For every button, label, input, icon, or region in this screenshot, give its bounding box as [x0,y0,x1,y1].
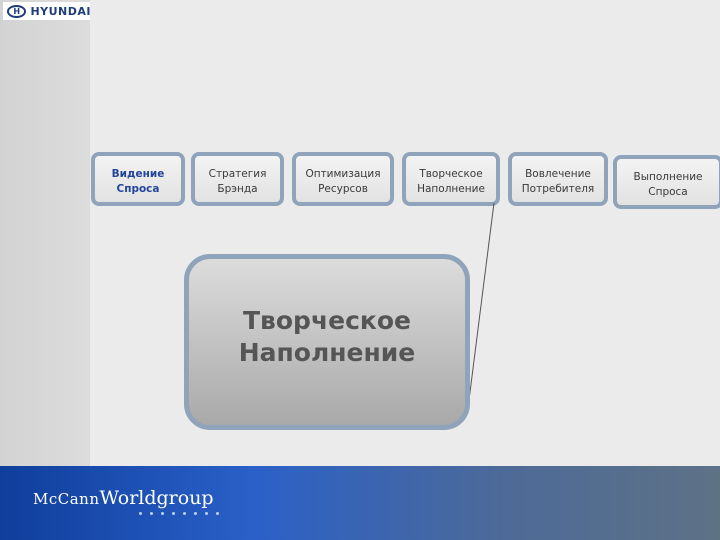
hyundai-emblem-icon: H [7,4,27,18]
footer-dot [216,512,219,515]
footer-dot [205,512,208,515]
footer-dot [183,512,186,515]
step-label-line1: Оптимизация [305,168,381,180]
step-label-line1: Выполнение [633,171,703,183]
step-label-line2: Потребителя [521,183,595,195]
step-label-line1: Стратегия [208,168,267,180]
footer-dot [161,512,164,515]
detail-title: Творческое Наполнение [239,305,416,369]
step-label-line2: Ресурсов [318,183,368,195]
footer-dot [139,512,142,515]
step-label-line2: Спроса [116,183,160,195]
hyundai-logo: H HYUNDAI [3,2,91,20]
left-sidebar-strip [0,0,90,466]
footer-dot [194,512,197,515]
footer-band [0,466,720,540]
brand-worldgroup-text: Worldgroup [99,487,214,509]
mccann-worldgroup-logo: McCann Worldgroup [33,487,214,509]
step-label-line2: Брэнда [217,183,258,195]
step-label-line2: Спроса [648,186,688,198]
detail-box: Творческое Наполнение [184,254,470,430]
step-label-line2: Наполнение [417,183,485,195]
step-label-line1: Видение [111,168,165,180]
detail-title-line1: Творческое [243,306,411,335]
footer-dots [139,512,219,515]
step-label-line1: Творческое [419,168,483,180]
step-label-line1: Вовлечение [525,168,591,180]
footer-dot [172,512,175,515]
footer-dot [150,512,153,515]
brand-mccann-text: McCann [33,490,100,508]
detail-title-line2: Наполнение [238,338,416,367]
hyundai-wordmark: HYUNDAI [30,4,91,18]
